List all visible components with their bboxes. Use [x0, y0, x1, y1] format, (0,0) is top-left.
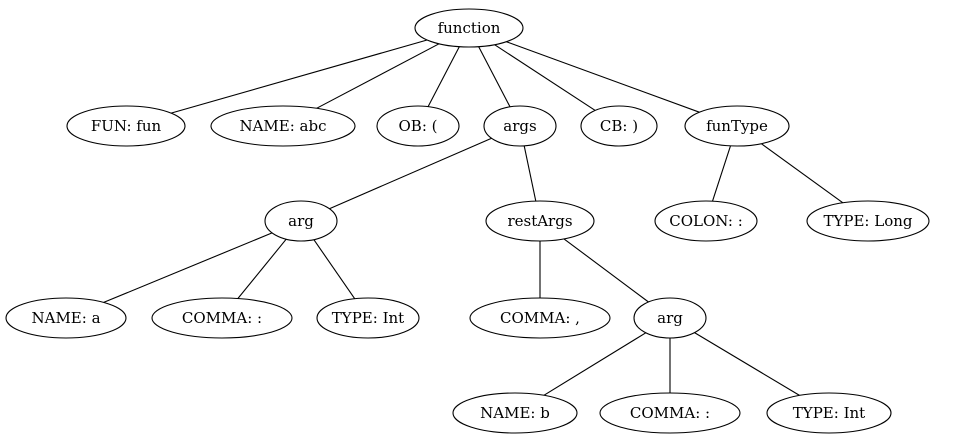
edge-args-to-restargs	[523, 145, 537, 202]
node-ellipse	[5, 297, 127, 339]
node-label: restArgs	[507, 212, 572, 230]
edge-arg1-to-comma1	[237, 238, 287, 299]
node-ellipse	[210, 105, 356, 147]
node-ellipse	[414, 8, 524, 48]
node-label: arg	[288, 212, 314, 230]
node-ellipse	[151, 297, 293, 339]
edge-arg2-to-type_int2	[694, 332, 800, 396]
node-label: TYPE: Int	[793, 404, 865, 422]
node-label: NAME: a	[31, 309, 100, 327]
tree-node-arg2: arg	[633, 297, 707, 339]
node-ellipse	[580, 105, 658, 147]
node-label: function	[438, 19, 501, 37]
node-label: TYPE: Long	[823, 212, 912, 230]
tree-node-name_a: NAME: a	[5, 297, 127, 339]
node-label: COMMA: ,	[500, 309, 580, 327]
node-label: args	[503, 117, 536, 135]
edge-function-to-name_abc	[316, 43, 440, 109]
edge-funtype-to-colon	[711, 145, 732, 202]
node-label: funType	[706, 117, 768, 135]
tree-node-cb: CB: )	[580, 105, 658, 147]
tree-node-type_long: TYPE: Long	[806, 200, 930, 242]
tree-node-type_int2: TYPE: Int	[766, 392, 892, 434]
edge-function-to-ob	[427, 46, 460, 107]
node-ellipse	[452, 392, 578, 434]
node-ellipse	[316, 297, 420, 339]
tree-node-ob: OB: (	[376, 105, 460, 147]
node-ellipse	[654, 200, 758, 242]
tree-node-comma3: COMMA: :	[599, 392, 741, 434]
tree-node-arg1: arg	[264, 200, 338, 242]
edges-layer	[103, 39, 844, 396]
node-label: NAME: b	[480, 404, 550, 422]
node-label: arg	[657, 309, 683, 327]
node-ellipse	[66, 105, 186, 147]
tree-node-colon: COLON: :	[654, 200, 758, 242]
edge-arg1-to-name_a	[103, 232, 273, 303]
tree-node-comma1: COMMA: :	[151, 297, 293, 339]
tree-node-function: function	[414, 8, 524, 48]
node-label: COLON: :	[669, 212, 743, 230]
tree-node-fun: FUN: fun	[66, 105, 186, 147]
tree-node-args: args	[483, 105, 557, 147]
node-label: COMMA: :	[630, 404, 710, 422]
tree-node-name_b: NAME: b	[452, 392, 578, 434]
tree-node-name_abc: NAME: abc	[210, 105, 356, 147]
edge-restargs-to-arg2	[563, 238, 649, 303]
node-label: FUN: fun	[91, 117, 162, 135]
node-label: NAME: abc	[239, 117, 326, 135]
node-ellipse	[766, 392, 892, 434]
node-label: TYPE: Int	[332, 309, 404, 327]
tree-node-type_int1: TYPE: Int	[316, 297, 420, 339]
edge-funtype-to-type_long	[761, 143, 844, 204]
node-label: CB: )	[600, 117, 638, 135]
node-ellipse	[633, 297, 707, 339]
node-ellipse	[376, 105, 460, 147]
edge-arg2-to-name_b	[543, 332, 647, 396]
node-label: COMMA: :	[182, 309, 262, 327]
node-ellipse	[684, 105, 790, 147]
edge-function-to-funtype	[506, 41, 700, 113]
tree-node-funtype: funType	[684, 105, 790, 147]
tree-node-comma2: COMMA: ,	[469, 297, 611, 339]
node-ellipse	[264, 200, 338, 242]
node-ellipse	[599, 392, 741, 434]
node-ellipse	[469, 297, 611, 339]
edge-function-to-args	[478, 46, 511, 108]
edge-function-to-cb	[494, 44, 596, 111]
node-ellipse	[483, 105, 557, 147]
node-ellipse	[485, 200, 595, 242]
edge-args-to-arg1	[329, 137, 492, 210]
node-label: OB: (	[399, 117, 438, 135]
edge-function-to-fun	[170, 39, 428, 114]
node-ellipse	[806, 200, 930, 242]
edge-arg1-to-type_int1	[313, 239, 356, 300]
tree-node-restargs: restArgs	[485, 200, 595, 242]
